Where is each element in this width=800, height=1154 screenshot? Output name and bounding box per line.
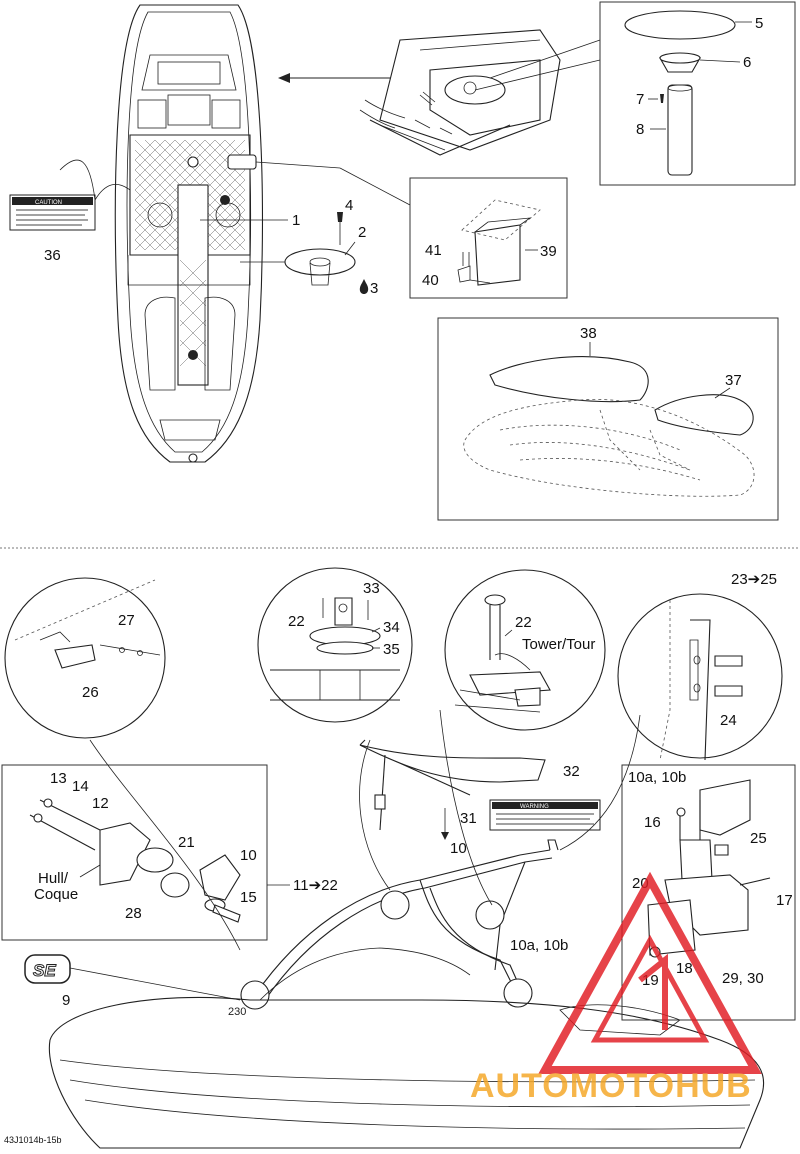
callout-26: 26 xyxy=(82,684,99,701)
callout-25: 25 xyxy=(750,830,767,847)
callout-34: 34 xyxy=(383,619,400,636)
callout-32: 32 xyxy=(563,763,580,780)
callout-2: 2 xyxy=(358,224,366,241)
callout-9: 9 xyxy=(62,992,70,1009)
callout-3: 3 xyxy=(370,280,378,297)
callout-38: 38 xyxy=(580,325,597,342)
callout-17: 17 xyxy=(776,892,793,909)
callout-27: 27 xyxy=(118,612,135,629)
caution-label: CAUTION xyxy=(9,194,96,231)
callout-18: 18 xyxy=(676,960,693,977)
se-badge: SE xyxy=(24,954,71,984)
callout-24: 24 xyxy=(720,712,737,729)
sealant-drop-icon xyxy=(359,279,369,294)
callout-16: 16 xyxy=(644,814,661,831)
callout-14: 14 xyxy=(72,778,89,795)
tower-base-box xyxy=(621,764,796,1021)
callout-22b: 22 xyxy=(515,614,532,631)
callout-15: 15 xyxy=(240,889,257,906)
callout-28: 28 xyxy=(125,905,142,922)
callout-39: 39 xyxy=(540,243,557,260)
callout-10ab: 10a, 10b xyxy=(510,937,568,954)
tower-label: Tower/Tour xyxy=(522,636,595,653)
callout-7: 7 xyxy=(636,91,644,108)
callout-4: 4 xyxy=(345,197,353,214)
tower-bolt-detail-circle xyxy=(617,593,783,759)
covers-parts xyxy=(463,356,755,497)
callout-10-box: 10 xyxy=(240,847,257,864)
cup-holder-parts xyxy=(624,10,736,176)
callout-23-25: 23➔25 xyxy=(731,571,777,588)
callout-40: 40 xyxy=(422,272,439,289)
callout-13: 13 xyxy=(50,770,67,787)
hull-label-line2: Coque xyxy=(34,886,78,903)
mirror-parts xyxy=(14,579,161,669)
callout-29-30: 29, 30 xyxy=(722,970,764,987)
light-mount-parts xyxy=(270,597,400,701)
callout-1: 1 xyxy=(292,212,300,229)
callout-35: 35 xyxy=(383,641,400,658)
watermark-text: AUTOMOTOHUB xyxy=(470,1067,752,1105)
wakeboard-tower xyxy=(240,839,559,1010)
callout-22a: 22 xyxy=(288,613,305,630)
boat-top-view xyxy=(114,4,264,463)
caution-label-title: CAUTION xyxy=(35,200,62,206)
warning-label-title: WARNING xyxy=(520,804,549,810)
tower-light-parts xyxy=(454,594,551,713)
figure-code: 43J1014b-15b xyxy=(4,1135,62,1145)
covers-box xyxy=(437,317,779,521)
callout-33: 33 xyxy=(363,580,380,597)
tower-bimini-parts: WARNING xyxy=(359,739,601,831)
hull-model-text: 230 xyxy=(228,1006,246,1018)
callout-10ab-box: 10a, 10b xyxy=(628,769,686,786)
tower-base-parts xyxy=(647,779,771,958)
storage-bin-parts xyxy=(457,199,541,286)
boat-side-view: 230 xyxy=(48,947,765,1149)
callout-12: 12 xyxy=(92,795,109,812)
hull-fitting-parts xyxy=(29,798,241,923)
se-badge-text: SE xyxy=(33,961,56,980)
tower-bolt-parts xyxy=(659,600,743,761)
callout-21: 21 xyxy=(178,834,195,851)
callout-37: 37 xyxy=(725,372,742,389)
callout-31: 31 xyxy=(460,810,477,827)
callout-11-22: 11➔22 xyxy=(293,877,338,894)
hull-label-line1: Hull/ xyxy=(38,870,69,887)
tower-light-detail-circle xyxy=(444,569,606,731)
cup-holder-box xyxy=(599,1,796,186)
storage-bin-box xyxy=(409,177,568,299)
callout-8: 8 xyxy=(636,121,644,138)
callout-10: 10 xyxy=(450,840,467,857)
callout-5: 5 xyxy=(755,15,763,32)
hull-fitting-box xyxy=(1,764,268,941)
storage-compartment-detail xyxy=(359,29,561,156)
automotohub-watermark: AUTOMOTOHUB xyxy=(470,871,762,1105)
callout-41: 41 xyxy=(425,242,442,259)
callout-36: 36 xyxy=(44,247,61,264)
callout-6: 6 xyxy=(743,54,751,71)
